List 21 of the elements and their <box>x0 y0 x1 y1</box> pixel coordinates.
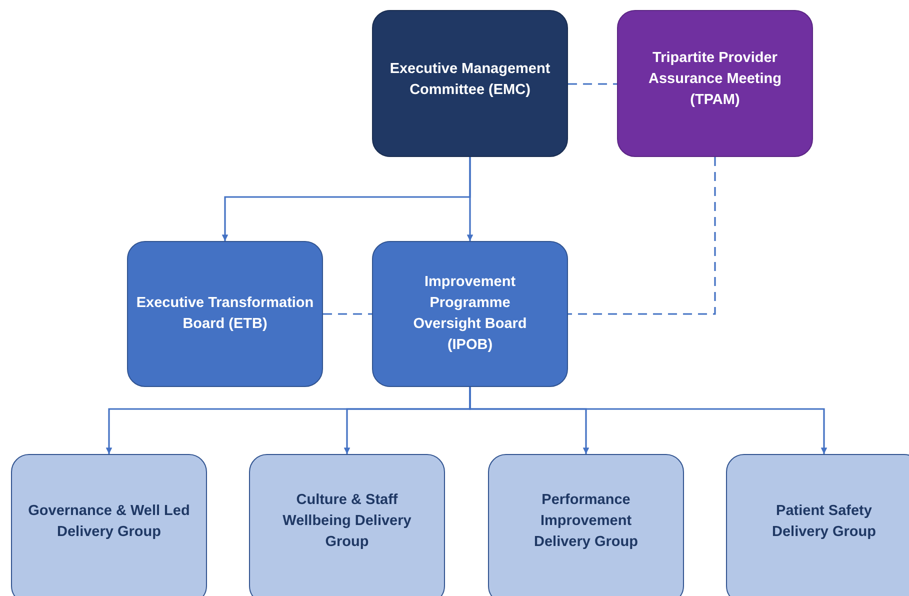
org-box <box>372 241 568 387</box>
arrow <box>469 387 828 454</box>
org-box <box>488 454 684 596</box>
org-box <box>372 10 568 157</box>
dashed-connector <box>568 157 716 315</box>
dashed-connector <box>323 313 372 315</box>
box-label: Executive Transformation Board (ETB) <box>135 294 315 334</box>
box-label: Performance Improvement Delivery Group <box>533 491 639 552</box>
box-label: Improvement Programme Oversight Board (IPOB) <box>412 273 528 355</box>
box-label: Governance & Well Led Delivery Group <box>27 502 191 542</box>
org-box <box>249 454 445 596</box>
box-label: Patient Safety Delivery Group <box>771 502 877 542</box>
org-box <box>726 454 909 596</box>
org-box <box>617 10 813 157</box>
org-box <box>11 454 207 596</box>
box-label: Culture & Staff Wellbeing Delivery Group <box>282 491 412 552</box>
box-label: Executive Management Committee (EMC) <box>388 60 552 100</box>
arrow <box>466 157 474 241</box>
box-label: Tripartite Provider Assurance Meeting (TPAM) <box>648 49 782 110</box>
dashed-connector <box>568 83 617 85</box>
org-box <box>127 241 323 387</box>
